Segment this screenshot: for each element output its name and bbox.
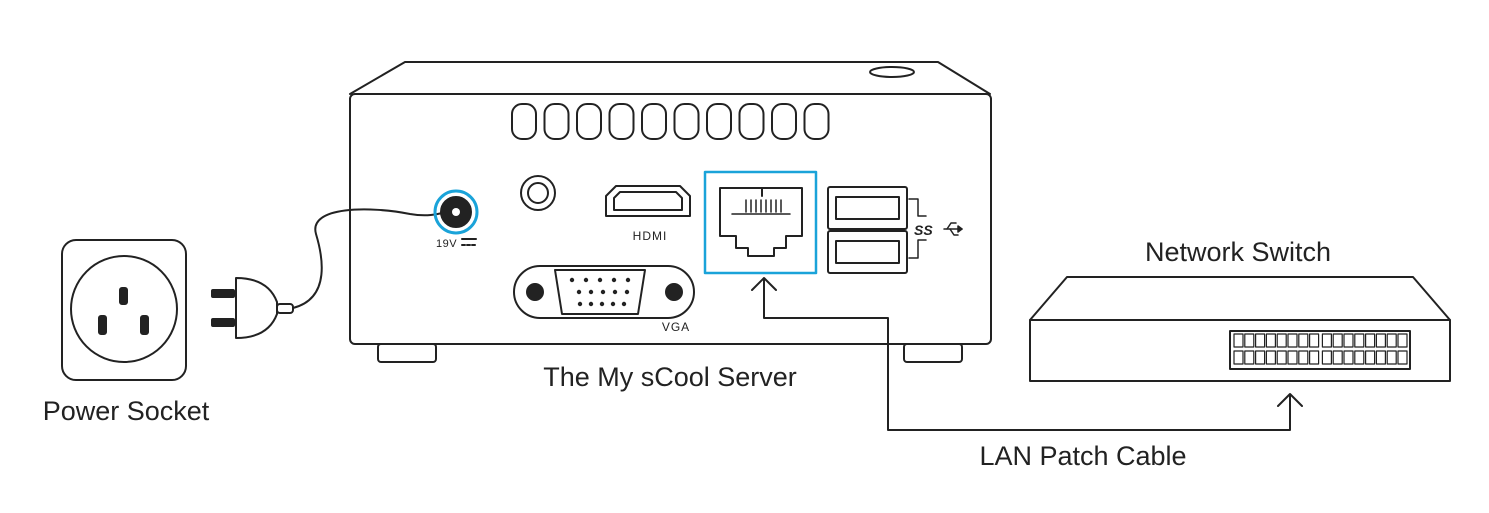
vga-pin xyxy=(569,277,575,283)
switch-port xyxy=(1354,350,1365,365)
switch-port xyxy=(1375,350,1387,365)
vga-pin xyxy=(621,301,627,307)
vga-pin xyxy=(588,301,594,307)
switch-port xyxy=(1233,350,1244,365)
switch-port xyxy=(1298,350,1309,365)
power-plug-icon xyxy=(211,277,294,339)
switch-port xyxy=(1287,333,1298,348)
network-switch xyxy=(1029,276,1451,382)
switch-port xyxy=(1343,350,1354,365)
switch-port xyxy=(1375,333,1387,348)
switch-port xyxy=(1397,333,1408,348)
audio-jack xyxy=(520,175,556,211)
vga-pin xyxy=(625,277,631,283)
vent-slots xyxy=(511,103,830,140)
vga-pin xyxy=(588,289,594,295)
switch-port xyxy=(1332,350,1343,365)
lan-port xyxy=(703,170,818,275)
vga-pin xyxy=(612,289,618,295)
vent-slot xyxy=(673,103,700,140)
switch-port xyxy=(1265,350,1277,365)
switch-port xyxy=(1276,350,1287,365)
switch-port xyxy=(1321,350,1333,365)
switch-port xyxy=(1332,333,1343,348)
vga-pin xyxy=(577,301,583,307)
switch-port xyxy=(1265,333,1277,348)
vga-label: VGA xyxy=(662,320,690,334)
vent-slot xyxy=(641,103,667,140)
server-label: The My sCool Server xyxy=(543,362,797,392)
vga-pin xyxy=(611,277,617,283)
vga-pin xyxy=(597,277,603,283)
network-switch-label: Network Switch xyxy=(1145,237,1331,267)
vent-slot xyxy=(738,103,765,140)
hdmi-port xyxy=(605,185,691,217)
vent-slot xyxy=(803,103,830,140)
vent-slot xyxy=(511,103,537,140)
switch-port xyxy=(1298,333,1309,348)
usb-ports xyxy=(827,186,927,274)
switch-port xyxy=(1364,350,1376,365)
switch-port xyxy=(1276,333,1287,348)
vga-pin xyxy=(610,301,616,307)
power-cable xyxy=(292,208,447,309)
switch-port xyxy=(1233,333,1244,348)
vent-slot xyxy=(543,103,570,140)
vga-pin xyxy=(583,277,589,283)
switch-port xyxy=(1321,333,1333,348)
vent-slot xyxy=(608,103,635,140)
switch-port xyxy=(1308,350,1320,365)
power-socket-label: Power Socket xyxy=(43,396,210,426)
voltage-label: 19V xyxy=(436,238,457,250)
dc-power-jack xyxy=(433,189,479,246)
switch-port xyxy=(1386,350,1397,365)
switch-port xyxy=(1343,333,1354,348)
vent-slot xyxy=(706,103,732,140)
vga-pin xyxy=(600,289,606,295)
switch-port xyxy=(1287,350,1298,365)
lan-cable-arrow xyxy=(751,277,1303,431)
switch-port xyxy=(1254,350,1266,365)
switch-port xyxy=(1364,333,1376,348)
switch-port xyxy=(1244,350,1255,365)
switch-port xyxy=(1254,333,1266,348)
usb-ss-label: SS xyxy=(914,222,933,238)
hdmi-label: HDMI xyxy=(633,229,668,243)
switch-port xyxy=(1244,333,1255,348)
vent-slot xyxy=(576,103,602,140)
vga-pin xyxy=(576,289,582,295)
switch-port xyxy=(1308,333,1320,348)
switch-port xyxy=(1386,333,1397,348)
vga-port xyxy=(513,265,695,319)
lan-cable-label: LAN Patch Cable xyxy=(979,441,1186,471)
switch-port xyxy=(1354,333,1365,348)
switch-port xyxy=(1397,350,1408,365)
power-socket xyxy=(61,239,187,381)
vga-pin xyxy=(624,289,630,295)
server-chassis xyxy=(349,61,992,363)
vga-pin xyxy=(599,301,605,307)
vent-slot xyxy=(771,103,797,140)
usb-icon xyxy=(943,222,963,236)
